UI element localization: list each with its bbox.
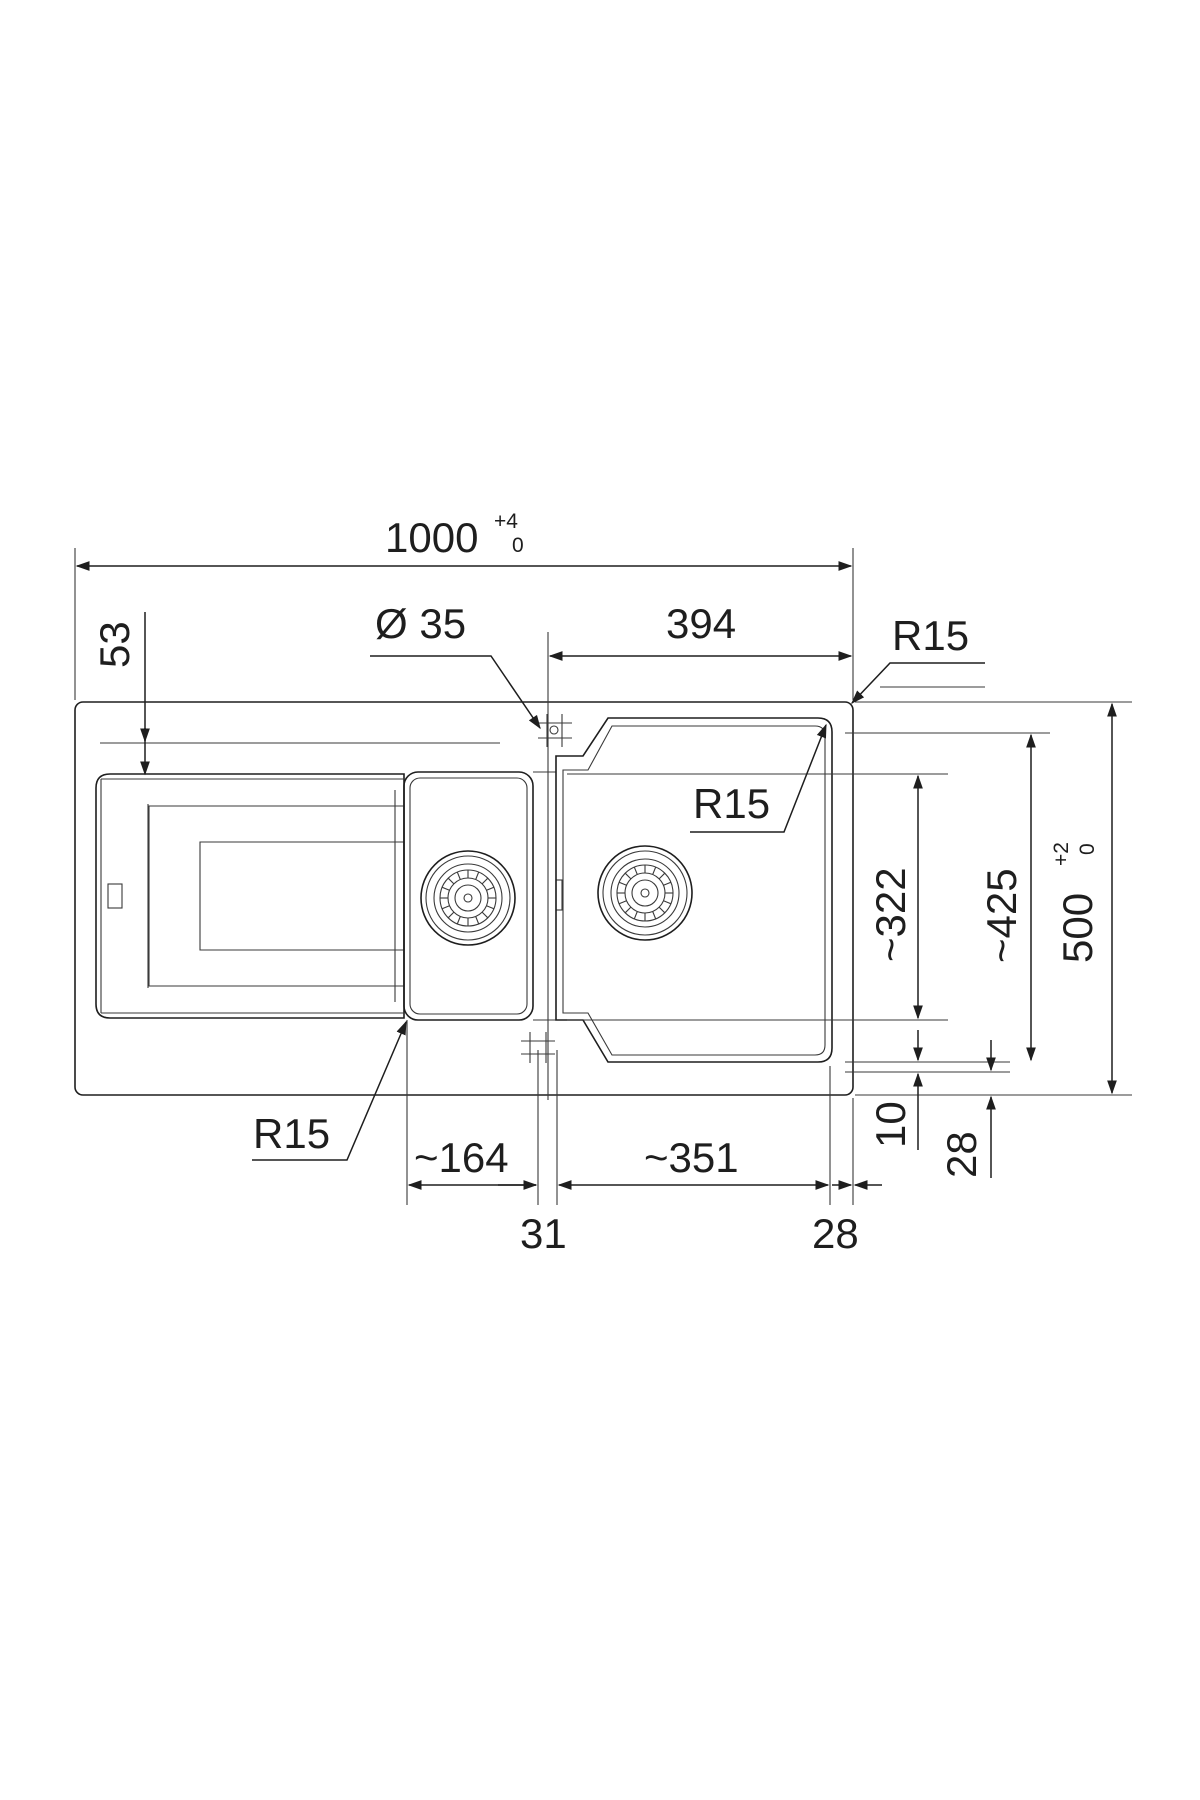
- strainer-spoke: [663, 900, 672, 905]
- dim-overall-depth-tol-upper: +2: [1050, 842, 1073, 866]
- strainer-spoke: [658, 906, 666, 914]
- main-bowl-strainer-icon: [597, 845, 693, 941]
- strainer-spoke: [441, 886, 450, 891]
- dim-right-edge: 28: [812, 1210, 859, 1257]
- strainer-spoke: [652, 866, 657, 875]
- strainer-spoke: [652, 911, 657, 920]
- strainer-spoke: [481, 877, 489, 885]
- dim-corner-radius-half-bowl: R15: [253, 1110, 330, 1157]
- strainer-spoke: [618, 881, 627, 886]
- extension-lines: [74, 548, 1132, 1205]
- dim-tap-hole-diameter: Ø 35: [375, 600, 466, 647]
- dim-front-offset-b: 28: [938, 1131, 985, 1178]
- dim-corner-radius-outer: R15: [892, 612, 969, 659]
- strainer-spoke: [624, 906, 632, 914]
- strainer-spoke: [456, 871, 461, 880]
- leader-tap-hole: [370, 655, 541, 730]
- dim-overall-width-tol-upper: +4: [494, 510, 518, 533]
- strainer-spoke: [475, 871, 480, 880]
- drainer-area: [95, 773, 405, 1019]
- dim-main-bowl-width: ~351: [644, 1134, 739, 1181]
- strainer-spoke: [633, 911, 638, 920]
- strainer-spoke: [663, 881, 672, 886]
- dim-overall-width: 1000: [385, 514, 478, 561]
- half-bowl-strainer-icon: [420, 850, 516, 946]
- dim-bowl-depth-outer: ~425: [978, 868, 1025, 963]
- strainer-spoke: [618, 900, 627, 905]
- dim-front-offset-a: 10: [867, 1101, 914, 1148]
- strainer-spoke: [624, 872, 632, 880]
- dim-divider-width: 31: [520, 1210, 567, 1257]
- leader-corner-radius-outer: [851, 662, 985, 705]
- dim-corner-radius-main-bowl: R15: [693, 780, 770, 827]
- tap-hole-marker-icon: [538, 714, 572, 747]
- strainer-spoke: [456, 916, 461, 925]
- dim-main-bowl-width-outer: 394: [666, 600, 736, 647]
- sink-outline: [74, 701, 854, 1096]
- strainer-spoke: [633, 866, 638, 875]
- strainer-spoke: [441, 905, 450, 910]
- strainer-spoke: [658, 872, 666, 880]
- strainer-spoke: [486, 905, 495, 910]
- dim-overall-depth: 500: [1054, 893, 1101, 963]
- dim-drainer-offset: 53: [91, 621, 138, 668]
- leader-corner-radius-main-bowl: [690, 723, 827, 833]
- dim-half-bowl-width: ~164: [414, 1134, 509, 1181]
- overflow-slot-icon: [107, 883, 123, 909]
- dim-bowl-depth-inner: ~322: [867, 867, 914, 962]
- strainer-spoke: [481, 911, 489, 919]
- strainer-spoke: [447, 911, 455, 919]
- strainer-spoke: [447, 877, 455, 885]
- strainer-spoke: [486, 886, 495, 891]
- strainer-spoke: [475, 916, 480, 925]
- half-bowl: [403, 771, 534, 1021]
- main-bowl: [555, 717, 833, 1063]
- dim-overall-width-tol-lower: 0: [512, 534, 524, 557]
- dim-overall-depth-tol-lower: 0: [1076, 843, 1099, 855]
- leader-corner-radius-half-bowl: [252, 1020, 407, 1161]
